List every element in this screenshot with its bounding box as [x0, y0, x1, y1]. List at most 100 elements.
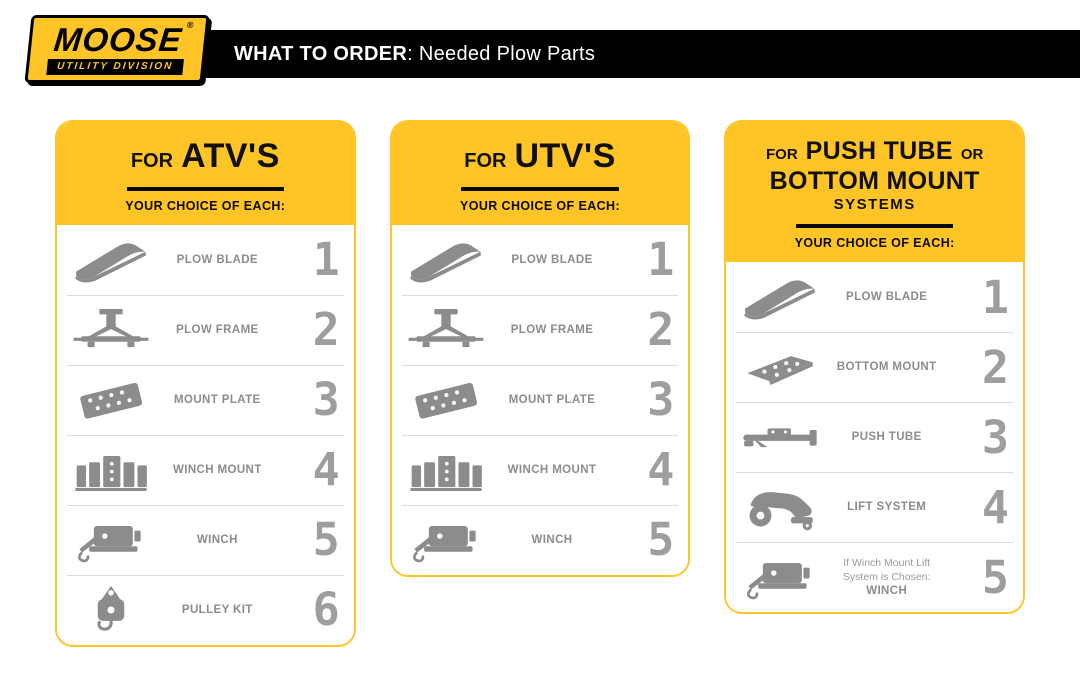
moose-logo-text: MOOSE: [52, 21, 184, 58]
part-number: 2: [312, 303, 340, 357]
part-number: 1: [312, 233, 340, 287]
part-number: 6: [312, 583, 340, 637]
winch-mount-icon: [71, 443, 151, 497]
part-label-text: PLOW BLADE: [176, 253, 258, 266]
part-row: BOTTOM MOUNT 2: [726, 332, 1023, 402]
registered-mark: ®: [186, 20, 194, 30]
page-title-strong: WHAT TO ORDER: [234, 42, 408, 65]
part-row: PLOW FRAME 2: [392, 294, 689, 365]
part-row: LIFT SYSTEM 4: [726, 472, 1023, 542]
card-header: FOR UTV'S YOUR CHOICE OF EACH:: [391, 122, 689, 225]
part-row: WINCH 5: [57, 504, 354, 575]
part-row: MOUNT PLATE 3: [57, 364, 354, 435]
moose-logo-brand-row: MOOSE ®: [52, 20, 194, 58]
part-label-text: LIFT SYSTEM: [847, 501, 927, 513]
part-row: WINCH MOUNT 4: [57, 434, 354, 505]
part-number: 1: [981, 270, 1010, 324]
card-title-line: FOR ATV'S: [65, 136, 346, 177]
part-label: PLOW BLADE: [151, 254, 284, 266]
part-label-note: System is Chosen:: [842, 571, 931, 583]
part-label-text: MOUNT PLATE: [174, 393, 261, 406]
page-title: WHAT TO ORDER: Needed Plow Parts: [234, 43, 595, 66]
card-title-segment: PUSH TUBE: [805, 137, 953, 165]
part-row: PLOW BLADE 1: [57, 225, 354, 295]
plow-blade-icon: [71, 233, 151, 287]
moose-logo-subtitle: UTILITY DIVISION: [46, 59, 185, 75]
card-title-segment: OR: [960, 146, 984, 163]
part-label: LIFT SYSTEM: [820, 501, 953, 513]
card-title: FOR ATV'S: [65, 136, 346, 177]
part-number: 5: [312, 513, 340, 567]
lift-system-icon: [740, 480, 820, 534]
winch-icon: [740, 550, 820, 604]
card-subtitle: YOUR CHOICE OF EACH:: [125, 198, 286, 213]
push-tube-icon: [740, 410, 820, 464]
card-title-line: SYSTEMS: [734, 196, 1015, 214]
part-label-text: PLOW BLADE: [846, 291, 928, 303]
part-row: PLOW FRAME 2: [57, 294, 354, 365]
part-label-note: If Winch Mount Lift: [843, 557, 931, 570]
part-label-text: PUSH TUBE: [851, 431, 922, 443]
part-number: 3: [312, 373, 340, 427]
card-subtitle: YOUR CHOICE OF EACH:: [459, 198, 621, 213]
part-label-text: WINCH: [866, 584, 908, 597]
part-label-text: PULLEY KIT: [181, 603, 253, 616]
card-title-line: FOR PUSH TUBE OR: [734, 136, 1015, 166]
part-label: PUSH TUBE: [820, 431, 953, 443]
part-label: MOUNT PLATE: [486, 394, 619, 406]
part-row: PUSH TUBE 3: [726, 402, 1023, 472]
plow-blade-icon: [740, 270, 820, 324]
part-label-text: BOTTOM MOUNT: [836, 361, 937, 373]
part-label: MOUNT PLATE: [151, 394, 284, 406]
card-for-atvs: FOR ATV'S YOUR CHOICE OF EACH: PLOW BLADE…: [55, 120, 356, 647]
part-label: WINCH MOUNT: [151, 464, 284, 476]
part-label: PLOW BLADE: [820, 291, 953, 303]
part-label: PLOW FRAME: [486, 324, 619, 336]
part-number: 3: [981, 410, 1010, 464]
part-label-text: MOUNT PLATE: [508, 393, 596, 406]
plow-blade-icon: [406, 233, 486, 287]
card-body: PLOW BLADE 1 BOTTOM MOUNT 2 PUSH TUBE 3 …: [726, 262, 1024, 612]
part-label-text: PLOW FRAME: [510, 323, 594, 336]
card-title-segment: FOR: [130, 150, 174, 172]
mount-plate-icon: [71, 373, 151, 427]
winch-icon: [71, 513, 151, 567]
card-body: PLOW BLADE 1 PLOW FRAME 2 MOUNT PLATE 3 …: [391, 224, 689, 575]
part-number: 5: [981, 550, 1010, 604]
part-row: WINCH 5: [392, 504, 689, 575]
part-label-text: WINCH MOUNT: [507, 463, 597, 476]
card-for-utvs: FOR UTV'S YOUR CHOICE OF EACH: PLOW BLADE…: [389, 120, 691, 577]
part-label-text: WINCH: [196, 533, 238, 546]
card-title-segment: FOR: [766, 146, 798, 163]
cards-container: FOR ATV'S YOUR CHOICE OF EACH: PLOW BLADE…: [55, 120, 1026, 647]
part-label-text: WINCH: [531, 533, 573, 546]
card-title-segment: SYSTEMS: [833, 196, 916, 213]
part-number: 5: [647, 513, 675, 567]
part-row: PLOW BLADE 1: [392, 225, 689, 295]
winch-mount-icon: [406, 443, 486, 497]
bottom-mount-icon: [740, 340, 820, 394]
part-row: MOUNT PLATE 3: [392, 364, 689, 435]
card-title-segment: UTV'S: [514, 137, 616, 175]
card-title-segment: FOR: [464, 150, 507, 172]
card-title-line: BOTTOM MOUNT: [734, 166, 1015, 196]
plow-frame-icon: [71, 303, 151, 357]
part-label: PLOW FRAME: [151, 324, 284, 336]
mount-plate-icon: [406, 373, 486, 427]
part-number: 2: [647, 303, 675, 357]
card-title-segment: BOTTOM MOUNT: [769, 167, 980, 195]
part-number: 1: [647, 233, 675, 287]
part-label-text: PLOW FRAME: [176, 323, 259, 336]
part-label: PLOW BLADE: [486, 254, 619, 266]
part-row: WINCH MOUNT 4: [392, 434, 689, 505]
header-divider: [126, 186, 284, 191]
title-bar: WHAT TO ORDER: Needed Plow Parts: [206, 30, 1080, 78]
part-label: WINCH: [151, 534, 284, 546]
part-number: 4: [312, 443, 340, 497]
plow-frame-icon: [406, 303, 486, 357]
card-title-segment: ATV'S: [181, 137, 280, 175]
part-label: WINCH: [486, 534, 619, 546]
